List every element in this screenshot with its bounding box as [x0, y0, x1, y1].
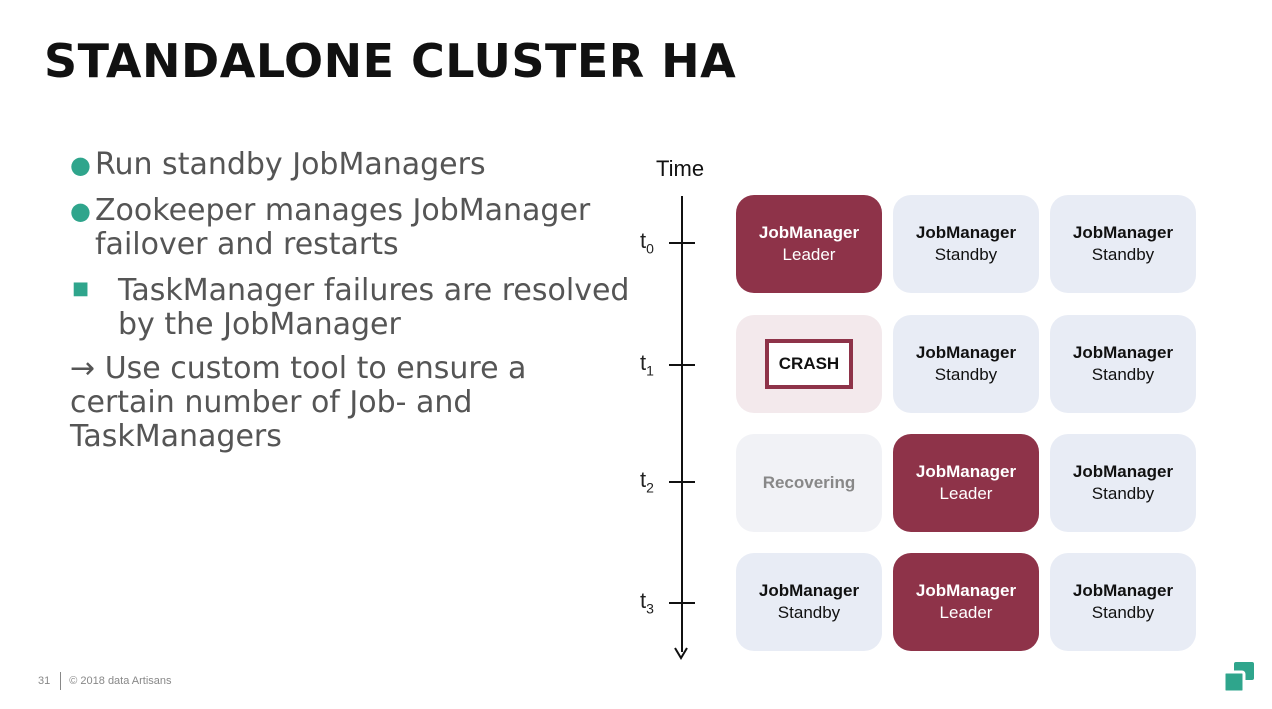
- footer-divider: [60, 672, 62, 690]
- box-role: Leader: [939, 603, 993, 622]
- box-title: JobManager: [758, 581, 860, 600]
- arrow-text: Use custom tool to ensure a certain numb…: [70, 351, 527, 454]
- box-role: Standby: [777, 603, 841, 622]
- square-bullet-icon: ■: [72, 278, 90, 299]
- time-tick: [669, 364, 695, 366]
- bullet-item: ● Run standby JobManagers: [70, 148, 630, 182]
- time-point-label: t1: [640, 350, 654, 379]
- bullet-item: ● Zookeeper manages JobManager failover …: [70, 194, 630, 262]
- page-number: 31: [38, 674, 51, 687]
- box-title: JobManager: [1072, 343, 1174, 362]
- bullet-text: Run standby JobManagers: [95, 147, 486, 182]
- box-title: JobManager: [758, 223, 860, 242]
- box-title: JobManager: [1072, 462, 1174, 481]
- box-role: Standby: [934, 245, 998, 264]
- jobmanager-crash-box: CRASH: [736, 315, 882, 413]
- footer: 31 © 2018 data Artisans: [38, 672, 172, 690]
- time-axis-label: Time: [656, 156, 705, 181]
- box-title: JobManager: [915, 223, 1017, 242]
- slide-title: STANDALONE CLUSTER HA: [44, 34, 737, 88]
- box-role: Standby: [934, 365, 998, 384]
- bullet-list: ● Run standby JobManagers ● Zookeeper ma…: [70, 148, 630, 466]
- arrow-item: → Use custom tool to ensure a certain nu…: [70, 352, 630, 454]
- box-role: Standby: [1091, 245, 1155, 264]
- sub-bullet-item: ■ TaskManager failures are resolved by t…: [70, 274, 630, 342]
- box-title: JobManager: [915, 343, 1017, 362]
- bullet-text: Zookeeper manages JobManager failover an…: [95, 193, 591, 262]
- box-role: Leader: [782, 245, 836, 264]
- time-point-label: t2: [640, 467, 654, 496]
- time-tick: [669, 242, 695, 244]
- jobmanager-recover-box: Recovering: [736, 434, 882, 532]
- bullet-dot-icon: ●: [70, 197, 91, 225]
- box-role: Standby: [1091, 365, 1155, 384]
- box-title: Recovering: [762, 473, 856, 492]
- crash-label: CRASH: [764, 339, 854, 389]
- box-role: Leader: [939, 484, 993, 503]
- time-tick: [669, 602, 695, 604]
- time-axis: [681, 196, 683, 652]
- copyright: © 2018 data Artisans: [69, 674, 172, 687]
- box-role: Standby: [1091, 484, 1155, 503]
- bullet-dot-icon: ●: [70, 151, 91, 179]
- arrow-icon: →: [70, 351, 96, 386]
- time-tick: [669, 481, 695, 483]
- time-point-label: t0: [640, 228, 654, 257]
- box-title: JobManager: [1072, 223, 1174, 242]
- data-artisans-logo-icon: [1222, 662, 1254, 694]
- sub-bullet-text: TaskManager failures are resolved by the…: [118, 273, 630, 342]
- axis-arrowhead-icon: [674, 647, 688, 660]
- box-title: JobManager: [915, 462, 1017, 481]
- time-point-label: t3: [640, 588, 654, 617]
- box-role: Standby: [1091, 603, 1155, 622]
- box-title: JobManager: [915, 581, 1017, 600]
- box-title: JobManager: [1072, 581, 1174, 600]
